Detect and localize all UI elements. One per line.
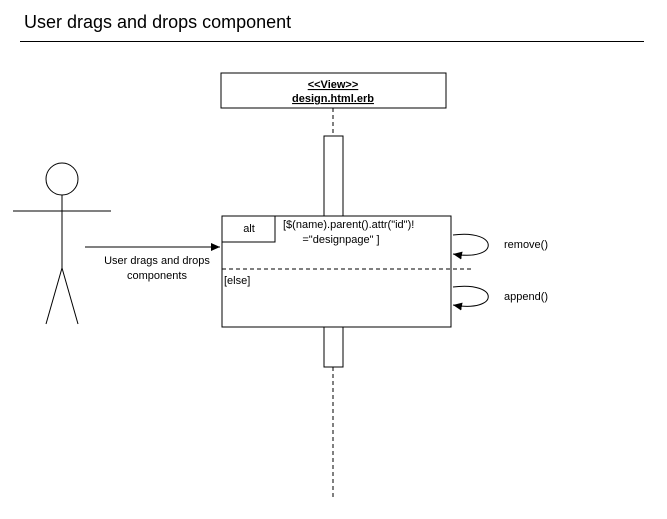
alt-operator-label: alt: [243, 223, 255, 235]
diagram-title: User drags and drops component: [24, 12, 292, 32]
alt-guard-line2: ="designpage" ]: [302, 234, 379, 246]
append-message-label: append(): [504, 291, 548, 303]
alt-operator-box: [221, 215, 276, 243]
lifeline-name: design.html.erb: [292, 93, 374, 105]
remove-message-label: remove(): [504, 239, 548, 251]
lifeline-header[interactable]: <<View>> design.html.erb: [220, 72, 447, 109]
user-actor-icon[interactable]: [13, 162, 111, 325]
user-message-label-line1: User drags and drops: [104, 255, 210, 267]
lifeline-stereotype: <<View>>: [308, 79, 359, 91]
user-message-label-line2: components: [127, 270, 187, 282]
activation-bar-upper[interactable]: [323, 135, 344, 217]
alt-guard-line1: [$(name).parent().attr("id")!: [283, 219, 414, 231]
title-divider: [20, 41, 644, 42]
activation-bar-lower[interactable]: [323, 326, 344, 368]
remove-self-message-arrow[interactable]: [452, 233, 489, 260]
alt-fragment[interactable]: alt [$(name).parent().attr("id")! ="desi…: [221, 215, 471, 328]
alt-else-guard: [else]: [224, 275, 250, 287]
append-self-message-arrow[interactable]: [452, 285, 489, 311]
